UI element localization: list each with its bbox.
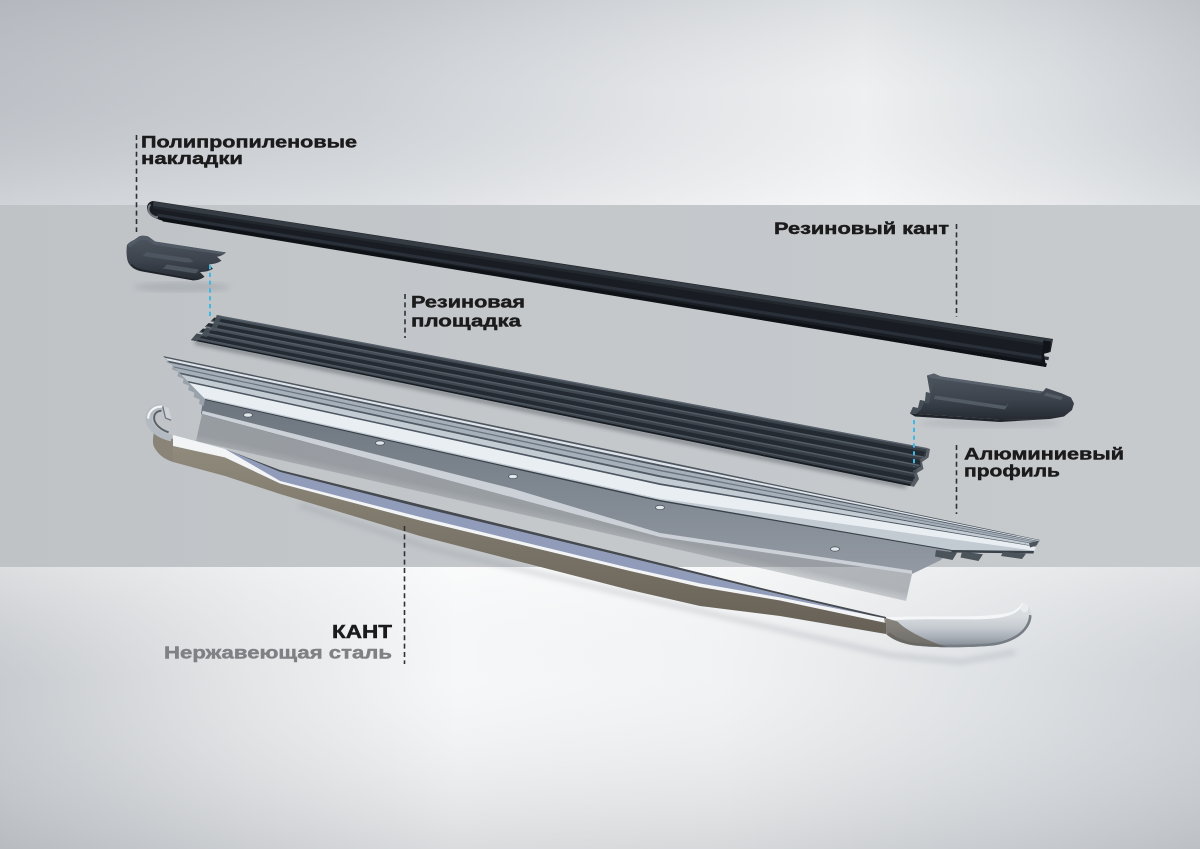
svg-text:КАНТ: КАНТ	[332, 621, 393, 642]
svg-text:Нержавеющая сталь: Нержавеющая сталь	[164, 643, 392, 663]
svg-text:Полипропиленовые: Полипропиленовые	[141, 133, 357, 152]
svg-text:площадка: площадка	[411, 312, 522, 331]
svg-text:Резиновая: Резиновая	[411, 293, 525, 312]
svg-text:накладки: накладки	[141, 149, 243, 168]
svg-text:Резиновый кант: Резиновый кант	[774, 219, 949, 238]
svg-text:профиль: профиль	[964, 462, 1060, 481]
svg-text:Алюминиевый: Алюминиевый	[964, 445, 1124, 464]
